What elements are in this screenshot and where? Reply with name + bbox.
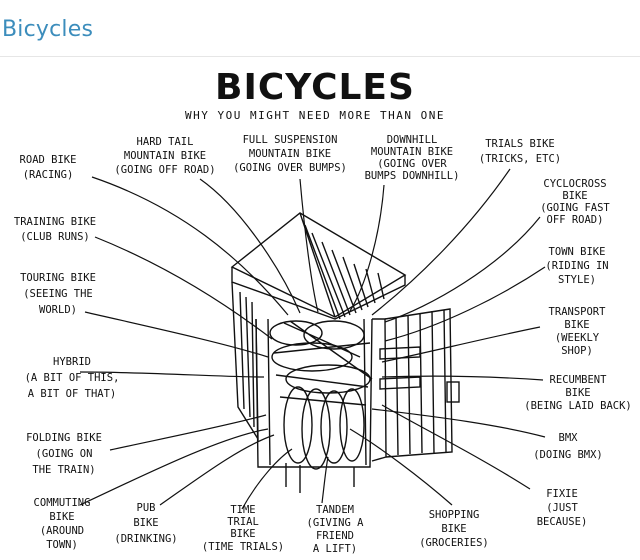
label-tandem-2: (GIVING A	[307, 517, 365, 529]
label-training-2: (CLUB RUNS)	[20, 231, 90, 243]
label-downhill-4: BUMPS DOWNHILL)	[365, 170, 460, 182]
bicycles-illustration: BICYCLES WHY YOU MIGHT NEED MORE THAN ON…	[0, 57, 640, 560]
label-downhill-3: (GOING OVER	[377, 158, 447, 170]
label-training-1: TRAINING BIKE	[14, 216, 96, 228]
label-transport-1: TRANSPORT	[549, 306, 607, 318]
illustration-subheading: WHY YOU MIGHT NEED MORE THAN ONE	[185, 109, 445, 122]
label-fixie-3: BECAUSE)	[537, 516, 588, 528]
label-cyclocross-4: OFF ROAD)	[547, 214, 604, 226]
label-hard-tail-3: (GOING OFF ROAD)	[114, 164, 215, 176]
label-hard-tail-2: MOUNTAIN BIKE	[124, 150, 206, 162]
svg-text:HYBRID(A BIT OF THIS,A BIT OF: HYBRID (A BIT OF THIS, A BIT OF THAT)	[25, 356, 120, 400]
label-time-trial-2: TRIAL	[227, 516, 259, 528]
label-transport-3: (WEEKLY	[555, 332, 600, 344]
label-shopping-3: (GROCERIES)	[419, 537, 489, 549]
label-folding-2: (GOING ON	[36, 448, 93, 460]
label-hard-tail-1: HARD TAIL	[137, 136, 194, 148]
label-trials-2: (TRICKS, ETC)	[479, 153, 561, 165]
label-touring-2: (SEEING THE	[23, 288, 93, 300]
svg-text:TRIALS BIKE(TRICKS, ETC): TRIALS BIKE (TRICKS, ETC)	[479, 138, 561, 165]
label-hybrid-3: A BIT OF THAT)	[28, 388, 117, 400]
label-recumbent-3: (BEING LAID BACK)	[524, 400, 631, 412]
label-shopping-2: BIKE	[441, 523, 466, 535]
label-downhill-2: MOUNTAIN BIKE	[371, 146, 453, 158]
label-fixie-2: (JUST	[546, 502, 578, 514]
label-town-2: (RIDING IN	[545, 260, 608, 272]
label-full-suspension-1: FULL SUSPENSION	[243, 134, 338, 146]
label-bmx-2: (DOING BMX)	[533, 449, 603, 461]
label-pub-2: BIKE	[133, 517, 158, 529]
label-road-bike-1: ROAD BIKE	[20, 154, 77, 166]
label-time-trial-3: BIKE	[230, 528, 255, 540]
label-bmx-1: BMX	[559, 432, 579, 444]
svg-text:ROAD BIKE(RACING): ROAD BIKE (RACING)	[20, 154, 77, 181]
label-commuting-4: TOWN)	[46, 539, 78, 551]
label-transport-4: SHOP)	[561, 345, 593, 357]
label-tandem-1: TANDEM	[316, 504, 354, 516]
label-tandem-4: A LIFT)	[313, 543, 357, 555]
label-fixie-1: FIXIE	[546, 488, 578, 500]
label-recumbent-2: BIKE	[565, 387, 590, 399]
label-town-1: TOWN BIKE	[549, 246, 606, 258]
label-cyclocross-3: (GOING FAST	[540, 202, 610, 214]
label-pub-3: (DRINKING)	[114, 533, 177, 545]
label-folding-1: FOLDING BIKE	[26, 432, 102, 444]
label-town-3: STYLE)	[558, 274, 596, 286]
label-folding-3: THE TRAIN)	[32, 464, 95, 476]
label-touring-3: WORLD)	[39, 304, 77, 316]
page-title: Bicycles	[2, 17, 93, 42]
label-commuting-3: (AROUND	[40, 525, 84, 537]
label-commuting-1: COMMUTING	[34, 497, 91, 509]
label-touring-1: TOURING BIKE	[20, 272, 96, 284]
label-shopping-1: SHOPPING	[429, 509, 480, 521]
label-road-bike-2: (RACING)	[23, 169, 74, 181]
label-time-trial-4: (TIME TRIALS)	[202, 541, 284, 553]
label-transport-2: BIKE	[564, 319, 589, 331]
label-trials-1: TRIALS BIKE	[485, 138, 555, 150]
label-full-suspension-3: (GOING OVER BUMPS)	[233, 162, 347, 174]
label-downhill-1: DOWNHILL	[387, 134, 438, 146]
label-cyclocross-1: CYCLOCROSS	[543, 178, 606, 190]
label-recumbent-1: RECUMBENT	[550, 374, 608, 386]
illustration-heading: BICYCLES	[215, 67, 415, 108]
label-tandem-3: FRIEND	[316, 530, 354, 542]
label-pub-1: PUB	[137, 502, 156, 514]
label-time-trial-1: TIME	[230, 504, 255, 516]
label-commuting-2: BIKE	[49, 511, 74, 523]
label-hybrid-2: (A BIT OF THIS,	[25, 372, 120, 384]
label-cyclocross-2: BIKE	[562, 190, 587, 202]
label-hybrid-1: HYBRID	[53, 356, 91, 368]
svg-text:TRAINING BIKE(CLUB RUNS): TRAINING BIKE (CLUB RUNS)	[14, 216, 96, 243]
label-full-suspension-2: MOUNTAIN BIKE	[249, 148, 331, 160]
